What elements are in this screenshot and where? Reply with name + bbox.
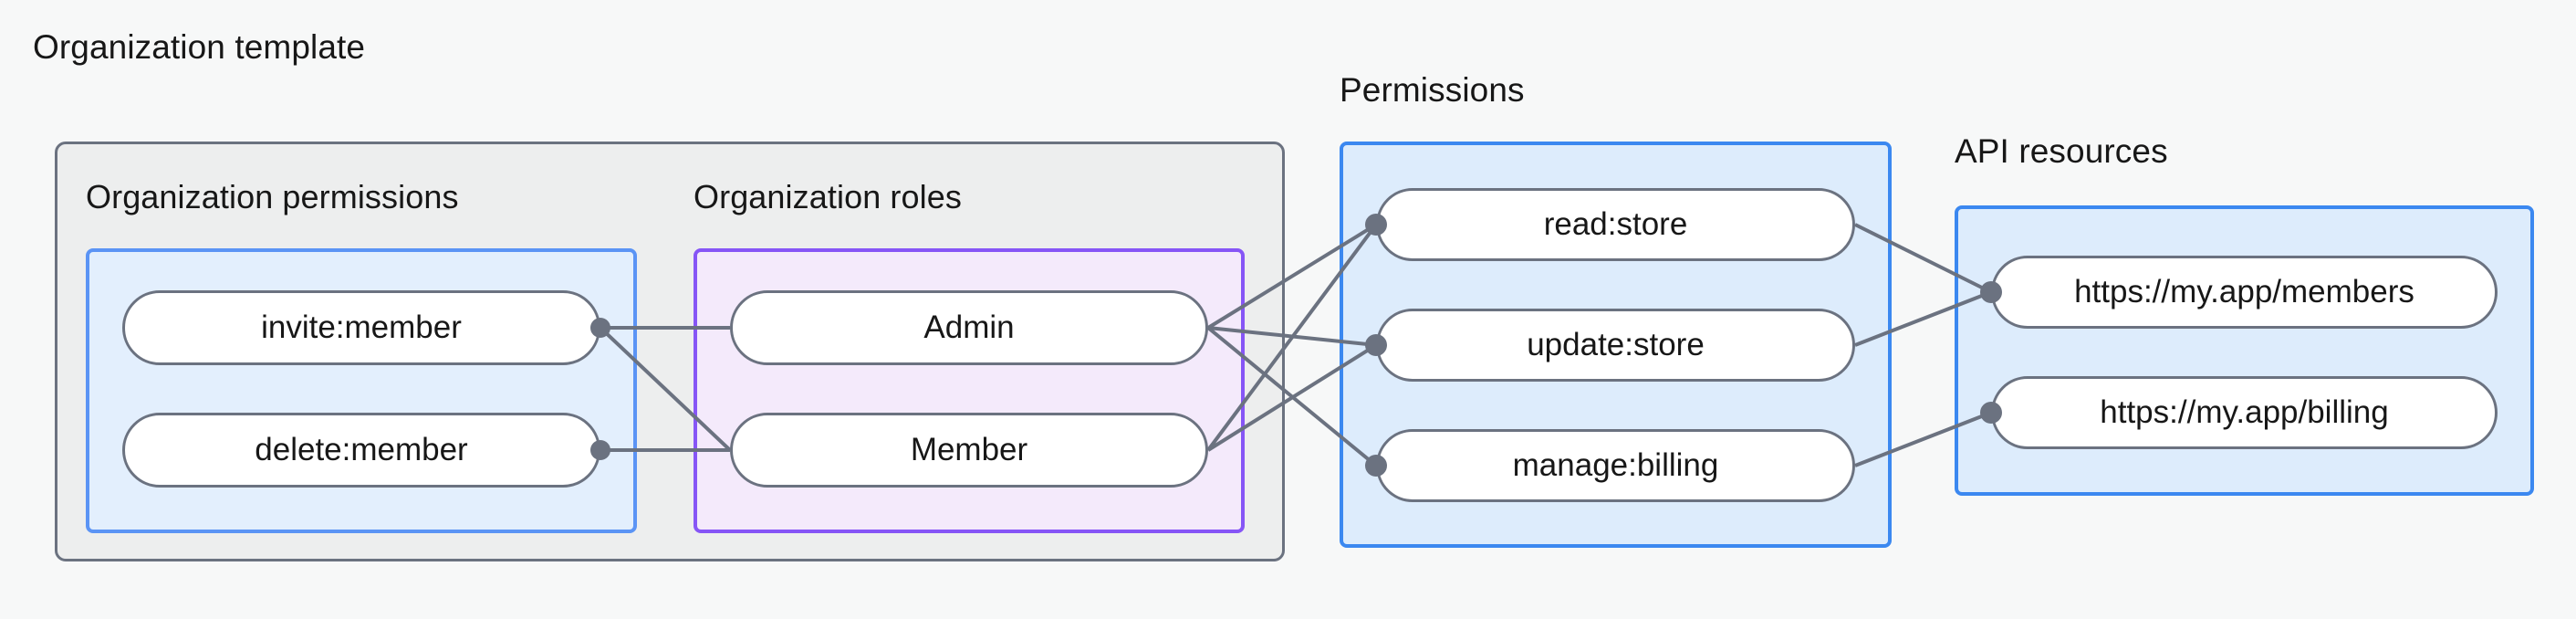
group-title-permissions: Permissions [1340, 71, 1525, 109]
node-manage-billing[interactable]: manage:billing [1376, 429, 1855, 502]
node-member[interactable]: Member [730, 413, 1208, 488]
group-title-organization-roles: Organization roles [694, 178, 962, 215]
node-delete-member[interactable]: delete:member [122, 413, 600, 488]
node-members-url[interactable]: https://my.app/members [1991, 256, 2498, 329]
node-invite-member[interactable]: invite:member [122, 290, 600, 365]
group-title-organization-template: Organization template [33, 28, 366, 66]
node-admin[interactable]: Admin [730, 290, 1208, 365]
node-billing-url[interactable]: https://my.app/billing [1991, 376, 2498, 449]
node-read-store[interactable]: read:store [1376, 188, 1855, 261]
group-box-api-resources [1955, 205, 2534, 496]
group-title-organization-permissions: Organization permissions [86, 178, 459, 215]
group-title-api-resources: API resources [1955, 132, 2168, 170]
node-update-store[interactable]: update:store [1376, 309, 1855, 382]
